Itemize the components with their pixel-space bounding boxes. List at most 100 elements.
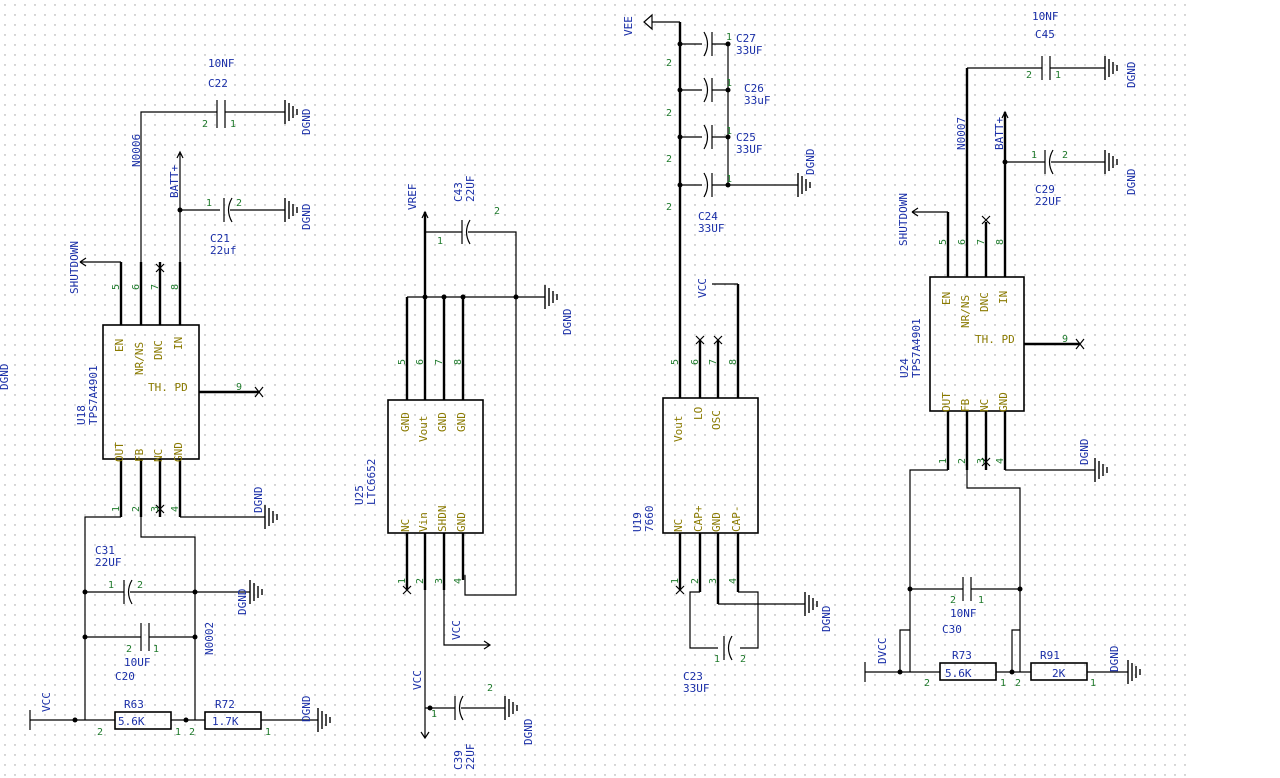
svg-text:2: 2 bbox=[924, 678, 930, 689]
net-dgnd-u19: DGND bbox=[820, 606, 833, 633]
svg-text:1: 1 bbox=[714, 654, 720, 665]
c26-value: 33uF bbox=[744, 94, 771, 107]
svg-text:1: 1 bbox=[1000, 678, 1006, 689]
u25-num-4: 4 bbox=[453, 578, 464, 584]
r91-ref: R91 bbox=[1040, 649, 1060, 662]
u19-part: 7660 bbox=[643, 506, 656, 533]
u25-circuit bbox=[387, 210, 558, 740]
r73-value: 5.6K bbox=[945, 667, 972, 680]
svg-text:1: 1 bbox=[726, 174, 732, 185]
u18-pin-gnd: GND bbox=[172, 442, 185, 462]
u25-pin-shdn: SHDN bbox=[436, 506, 449, 533]
u18-pin-fb: FB bbox=[133, 448, 146, 462]
net-vref: VREF bbox=[406, 184, 419, 211]
u18-pin-dnc: DNC bbox=[152, 340, 165, 360]
u24-part: TPS7A4901 bbox=[910, 318, 923, 378]
net-batt-2: BATT+ bbox=[993, 117, 1006, 150]
net-n0007: N0007 bbox=[955, 117, 968, 150]
u18-pin-nrns: NR/NS bbox=[133, 342, 146, 375]
u24-num-9: 9 bbox=[1062, 334, 1068, 345]
u24-pin-dnc: DNC bbox=[978, 292, 991, 312]
u25-num-7: 7 bbox=[434, 359, 445, 365]
u19-body[interactable] bbox=[662, 397, 759, 534]
u18-ref: U18 bbox=[75, 405, 88, 425]
c24-ref: C24 bbox=[698, 210, 718, 223]
u24-pin-fb: FB bbox=[959, 398, 972, 412]
svg-text:2: 2 bbox=[740, 654, 746, 665]
u19-num-3: 3 bbox=[708, 578, 719, 584]
u25-num-2: 2 bbox=[415, 578, 426, 584]
u25-num-6: 6 bbox=[415, 359, 426, 365]
svg-text:2: 2 bbox=[950, 595, 956, 606]
u24-pin-out: OUT bbox=[940, 392, 953, 412]
svg-text:2: 2 bbox=[236, 198, 242, 209]
u19-pin-gnd: GND bbox=[710, 512, 723, 532]
svg-text:2: 2 bbox=[666, 108, 672, 119]
svg-text:2: 2 bbox=[137, 580, 143, 591]
u24-num-3: 3 bbox=[976, 458, 987, 464]
c29-value: 22UF bbox=[1035, 195, 1062, 208]
svg-text:2: 2 bbox=[189, 727, 195, 738]
net-dgnd-c39: DGND bbox=[522, 719, 535, 746]
u25-ref: U25 bbox=[353, 485, 366, 505]
u18-pin-in: IN bbox=[172, 337, 185, 350]
u18-num-2: 2 bbox=[131, 506, 142, 512]
svg-text:1: 1 bbox=[1055, 70, 1061, 81]
c20-ref: C20 bbox=[115, 670, 135, 683]
r63-ref: R63 bbox=[124, 698, 144, 711]
u25-body[interactable] bbox=[387, 399, 484, 534]
u19-pin-osc: OSC bbox=[710, 410, 723, 430]
u24-num-5: 5 bbox=[938, 239, 949, 245]
svg-text:2: 2 bbox=[494, 206, 500, 217]
net-dgnd-u24: DGND bbox=[1078, 439, 1091, 466]
u19-num-4: 4 bbox=[728, 578, 739, 584]
net-vcc-1: VCC bbox=[40, 692, 53, 712]
net-dgnd-c29: DGND bbox=[1125, 169, 1138, 196]
c26-ref: C26 bbox=[744, 82, 764, 95]
c30-ref: C30 bbox=[942, 623, 962, 636]
svg-text:1: 1 bbox=[175, 727, 181, 738]
u19-num-2: 2 bbox=[690, 578, 701, 584]
c43-value: 22UF bbox=[464, 176, 477, 203]
u25-pin-gnd-4: GND bbox=[455, 512, 468, 532]
svg-text:1: 1 bbox=[978, 595, 984, 606]
net-vcc-u25: VCC bbox=[450, 620, 463, 640]
u24-num-4: 4 bbox=[995, 458, 1006, 464]
c23-ref: C23 bbox=[683, 670, 703, 683]
svg-text:1: 1 bbox=[108, 580, 114, 591]
u18-pin-nc: NC bbox=[152, 449, 165, 462]
c39-value: 22UF bbox=[464, 744, 477, 771]
u18-num-1: 1 bbox=[111, 506, 122, 512]
u19-pin-capminus: CAP- bbox=[730, 506, 743, 533]
r63-value: 5.6K bbox=[118, 715, 145, 728]
u24-num-6: 6 bbox=[957, 239, 968, 245]
c22-value: 10NF bbox=[208, 57, 235, 70]
u18-num-5: 5 bbox=[111, 284, 122, 290]
u19-num-1: 1 bbox=[670, 578, 681, 584]
u25-num-5: 5 bbox=[397, 359, 408, 365]
c24-value: 33UF bbox=[698, 222, 725, 235]
c25-ref: C25 bbox=[736, 131, 756, 144]
net-dvcc: DVCC bbox=[876, 638, 889, 665]
svg-text:2: 2 bbox=[666, 202, 672, 213]
u25-num-1: 1 bbox=[397, 578, 408, 584]
svg-text:1: 1 bbox=[206, 198, 212, 209]
u18-num-8: 8 bbox=[170, 284, 181, 290]
svg-text:2: 2 bbox=[1026, 70, 1032, 81]
svg-text:2: 2 bbox=[97, 727, 103, 738]
u18-num-4: 4 bbox=[170, 506, 181, 512]
u24-ref: U24 bbox=[898, 358, 911, 378]
net-batt-1: BATT+ bbox=[168, 165, 181, 198]
c21-value: 22uf bbox=[210, 244, 237, 257]
net-vcc-u19: VCC bbox=[696, 278, 709, 298]
net-shutdown-1: SHUTDOWN bbox=[68, 241, 81, 294]
c30-value: 10NF bbox=[950, 607, 977, 620]
svg-text:2: 2 bbox=[666, 154, 672, 165]
svg-text:2: 2 bbox=[202, 119, 208, 130]
u25-pin-vin: Vin bbox=[417, 512, 430, 532]
svg-text:1: 1 bbox=[1031, 150, 1037, 161]
svg-text:1: 1 bbox=[726, 32, 732, 43]
u24-circuit bbox=[864, 55, 1141, 685]
c43-ref: C43 bbox=[452, 182, 465, 202]
